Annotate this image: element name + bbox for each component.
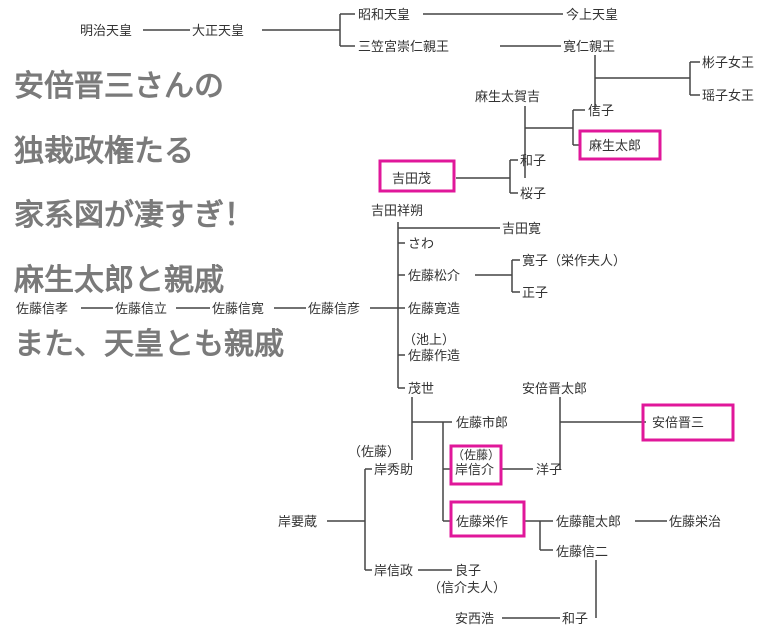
note-sato-2: （佐藤） bbox=[452, 448, 500, 462]
person-yoshida-shosaku: 吉田祥朔 bbox=[371, 204, 423, 219]
note-sato-1: （佐藤） bbox=[348, 445, 400, 460]
person-kishi-nobumasa: 岸信政 bbox=[374, 564, 413, 579]
person-sato-hirozo: 佐藤寛造 bbox=[408, 301, 460, 317]
person-names: 明治天皇 大正天皇 昭和天皇 今上天皇 三笠宮崇仁親王 寛仁親王 彬子女王 瑶子… bbox=[16, 7, 754, 627]
highlight-boxes bbox=[378, 129, 735, 538]
person-aso-takakichi: 麻生太賀吉 bbox=[475, 90, 540, 105]
person-kishi-nobusuke: 岸信介 bbox=[455, 463, 494, 478]
person-sawa: さわ bbox=[408, 237, 434, 252]
person-aso-taro: 麻生太郎 bbox=[589, 139, 641, 154]
person-kinjo: 今上天皇 bbox=[566, 7, 618, 23]
highlight-kishi-nobusuke bbox=[449, 444, 503, 486]
person-abe-shintaro: 安倍晋太郎 bbox=[522, 382, 587, 397]
person-abe-shinzo: 安倍晋三 bbox=[652, 416, 704, 431]
person-sato-ichiro: 佐藤市郎 bbox=[456, 415, 508, 431]
headline-line-5: また、天皇とも親戚 bbox=[14, 327, 284, 362]
person-meiji: 明治天皇 bbox=[80, 24, 132, 39]
person-sato-hidenobu: 佐藤信彦 bbox=[308, 301, 360, 317]
person-nobuko: 信子 bbox=[588, 104, 614, 119]
note-nobusuke-wife: （信介夫人） bbox=[428, 581, 506, 596]
headline-line-1: 安倍晋三さんの bbox=[14, 69, 224, 104]
person-sato-nobutaka: 佐藤信孝 bbox=[16, 302, 68, 317]
person-kishi-hidesuke: 岸秀助 bbox=[374, 463, 413, 478]
highlight-aso-taro bbox=[578, 129, 662, 161]
person-sato-eisaku: 佐藤栄作 bbox=[456, 515, 508, 530]
person-yoshiko: 良子 bbox=[455, 563, 481, 579]
headline-overlay: 安倍晋三さんの 独裁政権たる 家系図が凄すぎ！ 麻生太郎と親戚 また、天皇とも親… bbox=[14, 72, 284, 395]
person-taisho: 大正天皇 bbox=[192, 24, 244, 39]
person-sato-ryutaro: 佐藤龍太郎 bbox=[556, 514, 621, 530]
headline-line-3: 家系図が凄すぎ！ bbox=[14, 198, 254, 233]
person-sakurako: 桜子 bbox=[520, 187, 546, 202]
note-ikegami: （池上） bbox=[403, 333, 455, 348]
person-sato-sakuzo: 佐藤作造 bbox=[408, 349, 460, 364]
headline-line-4: 麻生太郎と親戚 bbox=[14, 262, 224, 298]
connector-lines bbox=[81, 13, 700, 619]
person-yoko-mother: 洋子 bbox=[536, 463, 562, 478]
person-mikasa: 三笠宮崇仁親王 bbox=[358, 39, 449, 55]
highlight-sato-eisaku bbox=[449, 500, 526, 538]
person-kishi-yozo: 岸要蔵 bbox=[278, 515, 317, 530]
person-showa: 昭和天皇 bbox=[358, 8, 410, 23]
person-yoshida-hiroshi: 吉田寛 bbox=[502, 221, 541, 237]
person-yoko: 瑶子女王 bbox=[702, 88, 754, 104]
person-anzai-hiroshi: 安西浩 bbox=[455, 612, 494, 627]
person-sato-eiji: 佐藤栄治 bbox=[669, 515, 721, 530]
person-hiroko: 寛子（栄作夫人） bbox=[522, 253, 626, 269]
highlight-yoshida-shigeru bbox=[378, 159, 456, 193]
person-sato-nobuhiro: 佐藤信寛 bbox=[212, 301, 264, 317]
person-masako: 正子 bbox=[522, 286, 548, 301]
person-tomohito: 寛仁親王 bbox=[563, 39, 615, 55]
person-sato-shinji: 佐藤信二 bbox=[556, 545, 608, 560]
headline-line-2: 独裁政権たる bbox=[14, 133, 194, 169]
person-moyo: 茂世 bbox=[408, 382, 434, 397]
person-akiko: 彬子女王 bbox=[702, 55, 754, 71]
person-sato-nobutatsu: 佐藤信立 bbox=[115, 302, 167, 317]
highlight-abe-shinzo bbox=[641, 403, 735, 442]
person-kazuko-2: 和子 bbox=[562, 612, 588, 627]
person-yoshida-shigeru: 吉田茂 bbox=[392, 172, 431, 187]
person-sato-matsusuke: 佐藤松介 bbox=[408, 269, 460, 284]
person-kazuko: 和子 bbox=[520, 154, 546, 169]
